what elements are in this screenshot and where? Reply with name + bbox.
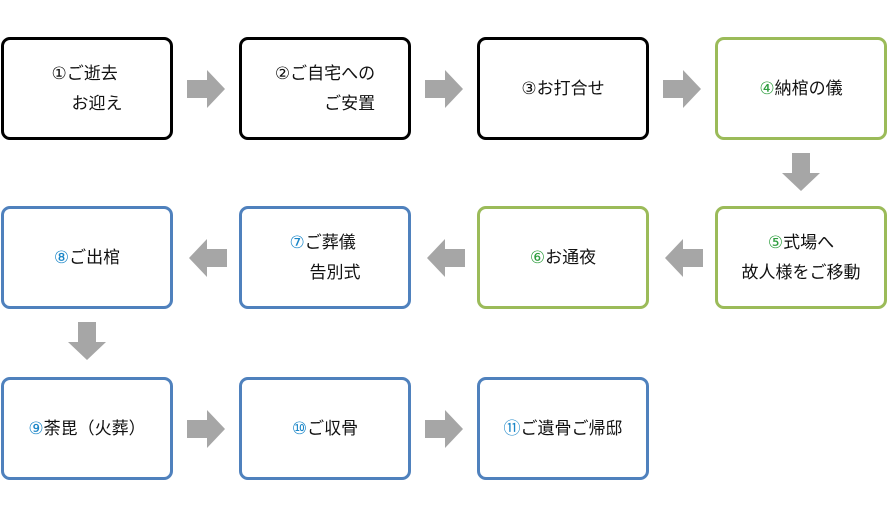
step-11-label: ご遺骨ご帰邸 [520, 418, 623, 439]
step-2-number: ② [274, 63, 291, 84]
step-5-line1: 式場へ [783, 232, 835, 253]
step-6-box: ⑥お通夜 [477, 206, 649, 309]
step-10-number: ⑩ [291, 418, 308, 439]
step-5-number: ⑤ [767, 232, 784, 253]
arrow-down-icon [782, 153, 820, 191]
step-7-number: ⑦ [289, 232, 305, 253]
step-2-line1: ご自宅への [290, 63, 376, 84]
arrow-left-icon [427, 239, 465, 277]
step-8-number: ⑧ [53, 247, 70, 268]
step-3-label: お打合せ [536, 78, 605, 99]
step-5-box: ⑤式場へ 故人様をご移動 [715, 206, 887, 309]
step-10-label: ご収骨 [307, 418, 359, 439]
step-5-line2: 故人様をご移動 [741, 262, 861, 283]
step-6-label: お通夜 [545, 247, 597, 268]
step-4-number: ④ [759, 78, 775, 99]
arrow-down-icon [68, 322, 106, 360]
step-2-box: ②ご自宅への ご安置 [239, 37, 411, 140]
step-3-box: ③お打合せ [477, 37, 649, 140]
arrow-right-icon [425, 70, 463, 108]
step-7-box: ⑦ご葬儀 告別式 [239, 206, 411, 309]
step-11-number: ⑪ [503, 418, 521, 439]
step-7-line1: ご葬儀 [304, 232, 356, 253]
step-11-box: ⑪ご遺骨ご帰邸 [477, 377, 649, 480]
arrow-left-icon [189, 239, 227, 277]
step-4-label: 納棺の儀 [774, 78, 843, 99]
step-1-line1: ご逝去 [66, 63, 118, 84]
step-7-line2: 告別式 [309, 262, 361, 283]
step-8-box: ⑧ご出棺 [1, 206, 173, 309]
step-1-number: ① [51, 63, 67, 84]
arrow-left-icon [665, 239, 703, 277]
step-3-number: ③ [521, 78, 537, 99]
step-8-label: ご出棺 [69, 247, 121, 268]
arrow-right-icon [425, 410, 463, 448]
step-4-box: ④納棺の儀 [715, 37, 887, 140]
step-6-number: ⑥ [529, 247, 546, 268]
step-9-label: 荼毘（火葬） [43, 418, 146, 439]
step-1-box: ①ご逝去 お迎え [1, 37, 173, 140]
arrow-right-icon [663, 70, 701, 108]
step-2-line2: ご安置 [324, 93, 376, 114]
step-9-box: ⑨荼毘（火葬） [1, 377, 173, 480]
arrow-right-icon [187, 410, 225, 448]
step-10-box: ⑩ご収骨 [239, 377, 411, 480]
step-9-number: ⑨ [28, 418, 44, 439]
arrow-right-icon [187, 70, 225, 108]
step-1-line2: お迎え [71, 93, 123, 114]
